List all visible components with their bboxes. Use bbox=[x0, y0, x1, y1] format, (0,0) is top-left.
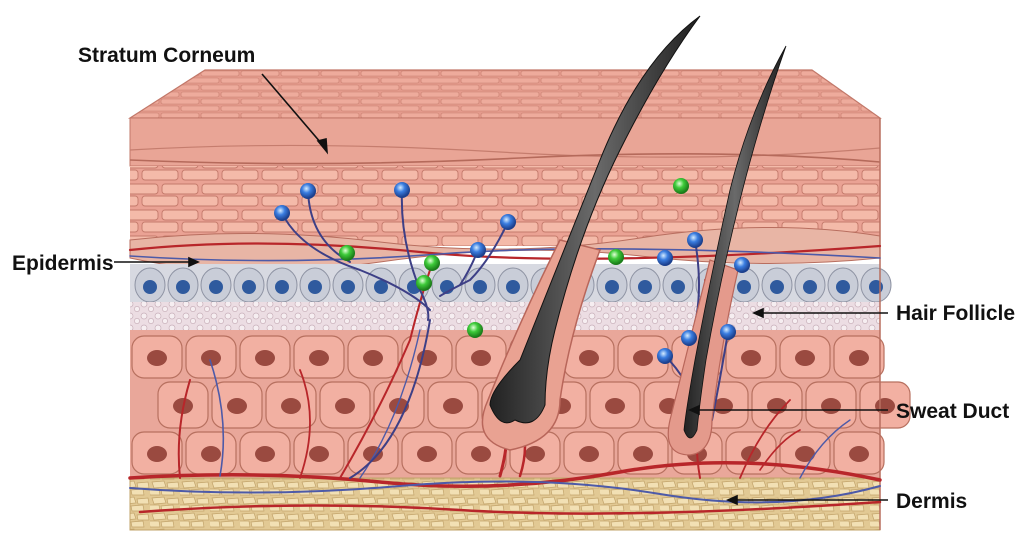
basal-cell-nucleus bbox=[275, 280, 289, 294]
receptor-blue bbox=[734, 257, 750, 273]
dermal-cell-nucleus bbox=[227, 398, 247, 414]
basal-cells bbox=[134, 267, 892, 303]
dermal-cell-nucleus bbox=[471, 350, 491, 366]
dermal-cell-nucleus bbox=[281, 398, 301, 414]
dermal-cell-nucleus bbox=[309, 350, 329, 366]
basal-cell-nucleus bbox=[506, 280, 520, 294]
dermal-cell-nucleus bbox=[443, 398, 463, 414]
stratum-corneum-pointer bbox=[261, 73, 328, 151]
receptor-blue bbox=[470, 242, 486, 258]
label-sweat-duct: Sweat Duct bbox=[896, 400, 1009, 423]
dermal-cell-nucleus bbox=[525, 446, 545, 462]
hair-shaft-large bbox=[489, 15, 701, 424]
callout-lines bbox=[114, 73, 888, 506]
dermal-cell-nucleus bbox=[147, 446, 167, 462]
basal-cell-nucleus bbox=[836, 280, 850, 294]
basal-cell-nucleus bbox=[803, 280, 817, 294]
basal-cell-nucleus bbox=[143, 280, 157, 294]
dermal-cell-nucleus bbox=[849, 446, 869, 462]
dermal-cell-nucleus bbox=[255, 350, 275, 366]
dermal-cell-nucleus bbox=[579, 350, 599, 366]
receptor-blue bbox=[681, 330, 697, 346]
dermal-cell-nucleus bbox=[201, 350, 221, 366]
basal-cell-nucleus bbox=[242, 280, 256, 294]
dermal-cell-nucleus bbox=[147, 350, 167, 366]
dermal-cell-nucleus bbox=[363, 350, 383, 366]
label-stratum-corneum: Stratum Corneum bbox=[78, 44, 255, 67]
basal-cell-nucleus bbox=[341, 280, 355, 294]
dermal-cell-nucleus bbox=[795, 446, 815, 462]
dermal-cell-nucleus bbox=[795, 350, 815, 366]
dermal-cell-nucleus bbox=[633, 446, 653, 462]
basal-cell-nucleus bbox=[638, 280, 652, 294]
granular-layer bbox=[130, 302, 880, 332]
dermal-cell-nucleus bbox=[741, 350, 761, 366]
label-epidermis: Epidermis bbox=[12, 252, 114, 275]
receptor-blue bbox=[500, 214, 516, 230]
receptor-green bbox=[424, 255, 440, 271]
basal-cell-nucleus bbox=[176, 280, 190, 294]
receptor-blue bbox=[687, 232, 703, 248]
basal-cell-nucleus bbox=[737, 280, 751, 294]
receptor-blue bbox=[720, 324, 736, 340]
dermal-cell-nucleus bbox=[335, 398, 355, 414]
dermal-cell-nucleus bbox=[605, 398, 625, 414]
receptor-blue bbox=[274, 205, 290, 221]
dermal-cell-nucleus bbox=[309, 446, 329, 462]
dermal-cell-nucleus bbox=[201, 446, 221, 462]
dermal-cell-nucleus bbox=[579, 446, 599, 462]
basal-cell-nucleus bbox=[209, 280, 223, 294]
hair-shaft-icon bbox=[481, 15, 787, 456]
basal-cell-nucleus bbox=[308, 280, 322, 294]
dermal-cell-nucleus bbox=[875, 398, 895, 414]
basal-cell-nucleus bbox=[605, 280, 619, 294]
dermal-cell-nucleus bbox=[417, 446, 437, 462]
label-hair-follicle: Hair Follicle bbox=[896, 302, 1015, 325]
basal-cell-nucleus bbox=[473, 280, 487, 294]
dermal-cell-nucleus bbox=[255, 446, 275, 462]
receptor-green bbox=[339, 245, 355, 261]
receptor-blue bbox=[657, 348, 673, 364]
receptor-green bbox=[673, 178, 689, 194]
nerve-receptor-icon bbox=[274, 178, 750, 364]
hair-shaft-small bbox=[683, 45, 787, 439]
dermal-cell-nucleus bbox=[849, 350, 869, 366]
dermal-cell-nucleus bbox=[471, 446, 491, 462]
receptor-green bbox=[467, 322, 483, 338]
receptor-green bbox=[416, 275, 432, 291]
label-dermis: Dermis bbox=[896, 490, 967, 513]
receptor-blue bbox=[300, 183, 316, 199]
receptor-green bbox=[608, 249, 624, 265]
receptor-blue bbox=[394, 182, 410, 198]
basal-cell-nucleus bbox=[671, 280, 685, 294]
basal-cell-nucleus bbox=[869, 280, 883, 294]
basal-cell-nucleus bbox=[374, 280, 388, 294]
dermal-cell-nucleus bbox=[633, 350, 653, 366]
basal-cell-nucleus bbox=[770, 280, 784, 294]
skin-block bbox=[127, 69, 911, 531]
receptor-blue bbox=[657, 250, 673, 266]
dermal-cell-nucleus bbox=[821, 398, 841, 414]
dermal-cell-nucleus bbox=[363, 446, 383, 462]
